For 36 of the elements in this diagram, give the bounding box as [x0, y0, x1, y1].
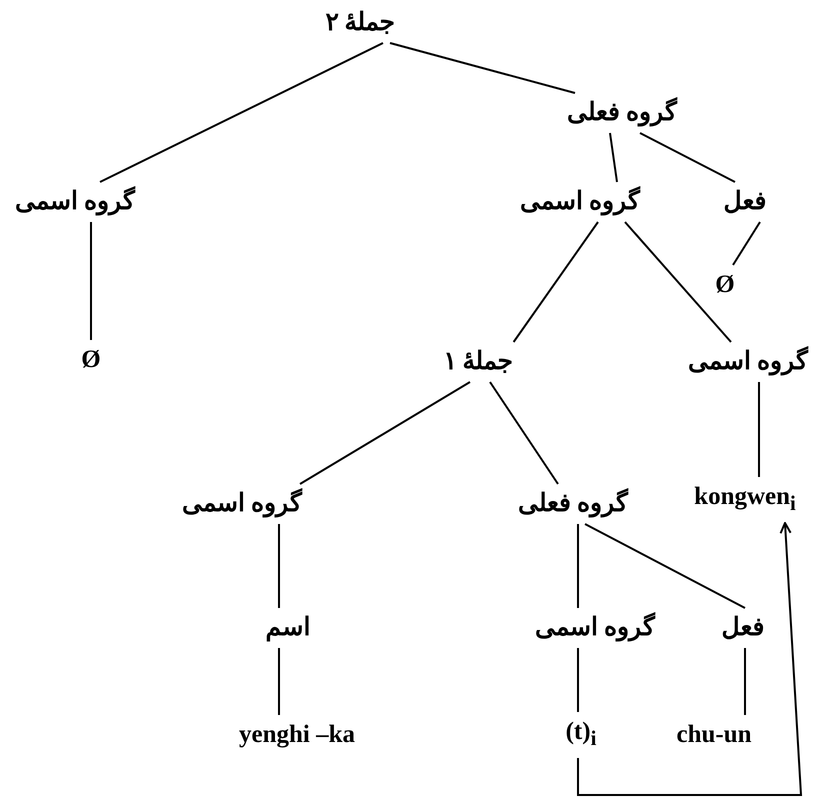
tree-line [609, 132, 618, 182]
tree-line [390, 42, 576, 94]
tree-label: فعل [720, 182, 770, 222]
tree-label: گروه اسمی [684, 342, 812, 382]
tree-label: جملهٔ ۲ [322, 3, 398, 43]
tree-line [278, 648, 280, 715]
tree-label: فعل [718, 608, 768, 648]
tree-line [584, 523, 746, 609]
tree-line [624, 221, 732, 343]
tree-label: chu-un [673, 715, 755, 755]
tree-line [732, 221, 761, 266]
tree-line [489, 381, 559, 485]
tree-label: گروه فعلی [514, 484, 632, 524]
tree-label: Ø [78, 340, 104, 380]
tree-line [744, 648, 746, 715]
tree-line [90, 222, 92, 340]
tree-line [278, 524, 280, 608]
tree-label: yenghi –ka [236, 715, 358, 755]
tree-label: Ø [712, 265, 738, 305]
tree-label: (t)$_{i}$ [562, 712, 600, 758]
tree-label: گروه فعلی [564, 93, 680, 133]
tree-line [577, 524, 579, 608]
tree-label: گروه اسمی [516, 182, 644, 222]
tree-label: kongwen$_{i}$ [691, 477, 799, 523]
tree-line [299, 381, 471, 485]
tree-line [100, 42, 384, 183]
tree-label: گروه اسمی [12, 182, 138, 222]
tree-label: گروه اسمی [178, 484, 306, 524]
tree-line [577, 648, 579, 712]
tree-line [512, 221, 599, 343]
arrow [577, 522, 802, 796]
tree-line [640, 132, 736, 183]
tree-label: جملهٔ ۱ [440, 342, 516, 382]
tree-label: اسم [262, 608, 314, 648]
tree-line [758, 382, 760, 477]
tree-label: گروه اسمی [532, 608, 658, 648]
